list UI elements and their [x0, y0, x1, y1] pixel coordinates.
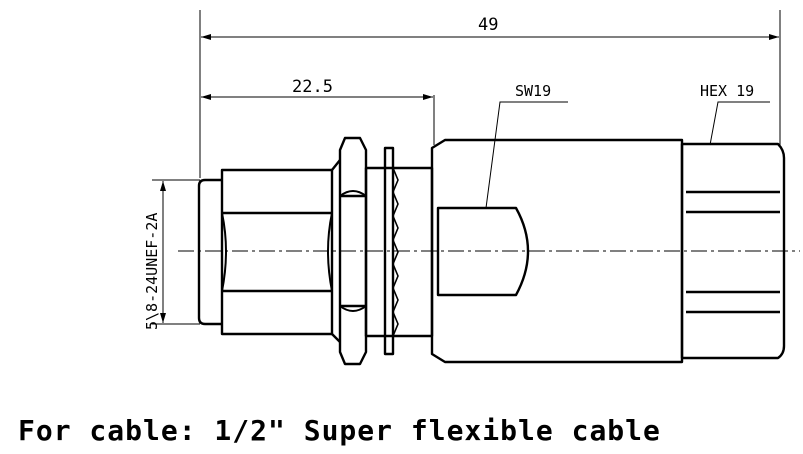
panel-nut	[338, 136, 368, 366]
wrench-flat	[436, 206, 530, 297]
wrench-size-label: SW19	[515, 82, 551, 100]
hex-size-label: HEX 19	[700, 82, 754, 100]
threaded-body	[220, 168, 334, 336]
connector-tip	[197, 178, 222, 326]
thread-spec-label: 5\8-24UNEF-2A	[143, 213, 161, 330]
rear-hex-nut	[680, 142, 786, 360]
cable-caption: For cable: 1/2" Super flexible cable	[18, 414, 661, 447]
body-length-label: 22.5	[292, 77, 333, 97]
ring-gasket	[364, 166, 434, 338]
hex-leader	[709, 101, 770, 146]
overall-length-label: 49	[478, 15, 498, 35]
sw-leader	[485, 101, 568, 209]
main-body	[430, 138, 684, 364]
lock-washer	[383, 146, 395, 356]
connector-drawing: 49 22.5 SW19 HEX 19 5\8-24UNEF-2A	[143, 10, 800, 366]
